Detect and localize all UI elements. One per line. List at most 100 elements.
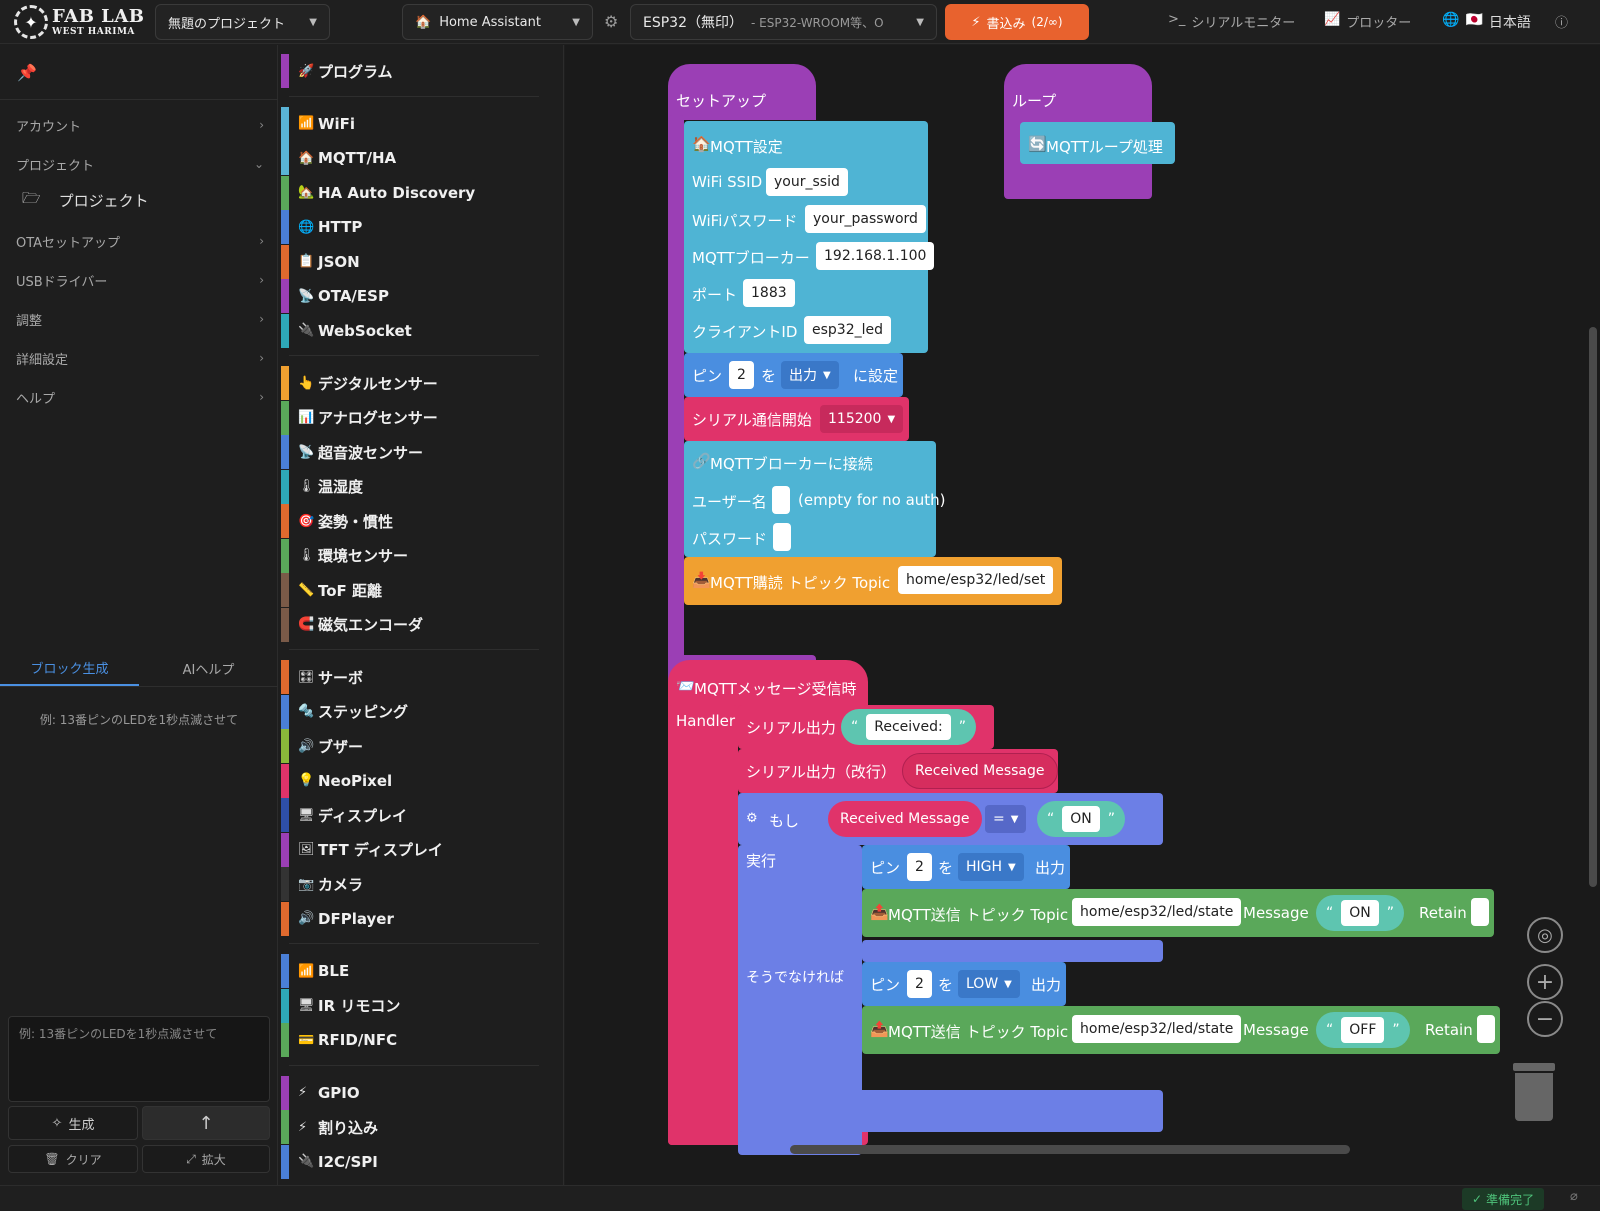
category-item[interactable]: 📏ToF 距離: [281, 573, 541, 607]
send-button[interactable]: ↑: [142, 1106, 270, 1140]
category-item[interactable]: 🖥ディスプレイ: [281, 798, 541, 832]
category-item[interactable]: 🔩ステッピング: [281, 694, 541, 729]
mqtt-connect-block[interactable]: [684, 441, 936, 557]
received-message-block[interactable]: Received Message: [902, 753, 1058, 789]
tab-block-generate[interactable]: ブロック生成: [0, 651, 139, 686]
clear-button[interactable]: 🗑 クリア: [8, 1145, 138, 1173]
ssid-field[interactable]: your_ssid: [766, 168, 848, 196]
plotter-button[interactable]: 📈 プロッター: [1324, 12, 1411, 31]
upload-button[interactable]: ⚡ 書込み (2/∞): [945, 4, 1089, 40]
help-button[interactable]: ⓘ: [1555, 12, 1568, 31]
port-field[interactable]: 1883: [743, 279, 795, 307]
category-item[interactable]: 🏡HA Auto Discovery: [281, 175, 541, 210]
publish-topic-field[interactable]: home/esp32/led/state: [1072, 898, 1242, 926]
generate-button[interactable]: ✧ 生成: [8, 1106, 138, 1140]
category-item[interactable]: 📋JSON: [281, 244, 541, 279]
menu-project[interactable]: プロジェクト ⌄: [16, 149, 264, 179]
category-item[interactable]: 🌐HTTP: [281, 210, 541, 244]
category-item[interactable]: 🌡環境センサー: [281, 538, 541, 573]
category-item[interactable]: 🚀プログラム: [281, 54, 541, 88]
horizontal-scrollbar[interactable]: [790, 1145, 1350, 1154]
category-item[interactable]: 🔌I2C/SPI: [281, 1144, 541, 1179]
category-item[interactable]: 🔊ブザー: [281, 729, 541, 763]
project-sub-item[interactable]: 🗁 プロジェクト: [22, 188, 149, 213]
broker-field[interactable]: 192.168.1.100: [816, 242, 935, 270]
mqtt-message-handler-block[interactable]: [668, 660, 868, 710]
platform-select[interactable]: 🏠 Home Assistant ▼: [402, 4, 593, 40]
retain-checkbox[interactable]: [1471, 898, 1489, 926]
menu-adjust[interactable]: 調整 ›: [16, 304, 264, 334]
pin-mode-dropdown[interactable]: 出力 ▼: [781, 361, 839, 389]
string-on-block[interactable]: “ ON ”: [1037, 801, 1126, 837]
language-select[interactable]: 🌐 🇯🇵 日本語: [1442, 12, 1531, 32]
category-item[interactable]: 🖼TFT ディスプレイ: [281, 832, 541, 867]
string-off-message[interactable]: “ OFF ”: [1316, 1012, 1410, 1048]
string-on-value[interactable]: ON: [1062, 806, 1100, 832]
prompt-input[interactable]: 例: 13番ピンのLEDを1秒点滅させて: [8, 1016, 270, 1102]
category-item[interactable]: 📊アナログセンサー: [281, 400, 541, 435]
category-item[interactable]: 🖥IR リモコン: [281, 988, 541, 1023]
username-field[interactable]: [772, 486, 790, 514]
category-item[interactable]: 📶WiFi: [281, 106, 541, 141]
category-item[interactable]: ⚡GPIO: [281, 1075, 541, 1110]
pin-number-field[interactable]: 2: [907, 853, 932, 881]
category-item[interactable]: 🏠MQTT/HA: [281, 141, 541, 175]
message-off-value[interactable]: OFF: [1341, 1017, 1385, 1043]
menu-usb-driver[interactable]: USBドライバー ›: [16, 265, 264, 295]
expand-button[interactable]: ⤢ 拡大: [142, 1145, 270, 1173]
mqtt-settings-block[interactable]: [684, 121, 928, 353]
category-item[interactable]: 🎯姿勢・慣性: [281, 504, 541, 538]
string-on-message[interactable]: “ ON ”: [1316, 895, 1405, 931]
pin-level-dropdown[interactable]: HIGH ▼: [958, 853, 1024, 881]
mqtt-loop-block[interactable]: [1020, 122, 1175, 164]
category-item[interactable]: 💳RFID/NFC: [281, 1023, 541, 1057]
pin-number-field[interactable]: 2: [729, 361, 754, 389]
category-item[interactable]: 📡OTA/ESP: [281, 279, 541, 313]
pin-icon[interactable]: 📌: [17, 63, 37, 82]
zoom-out-icon[interactable]: −: [1527, 1001, 1563, 1037]
trash-can-icon[interactable]: [1513, 1063, 1555, 1121]
publish-topic-field[interactable]: home/esp32/led/state: [1072, 1015, 1242, 1043]
zoom-in-icon[interactable]: +: [1527, 964, 1563, 1000]
fablab-logo[interactable]: ✦ FAB LAB WEST HARIMA: [14, 4, 145, 40]
board-select[interactable]: ESP32（無印） - ESP32-WROOM等、O ▼: [630, 4, 937, 40]
loop-block[interactable]: [1004, 64, 1152, 120]
condition-received-message[interactable]: Received Message: [828, 801, 982, 837]
baud-rate-dropdown[interactable]: 115200 ▼: [820, 405, 904, 433]
recenter-icon[interactable]: ◎: [1527, 917, 1563, 953]
category-item[interactable]: 🔊DFPlayer: [281, 901, 541, 936]
category-item[interactable]: 🎛サーボ: [281, 660, 541, 694]
string-received-value[interactable]: Received:: [866, 714, 951, 740]
serial-monitor-button[interactable]: >_ シリアルモニター: [1168, 12, 1295, 31]
category-item[interactable]: 🌡温湿度: [281, 469, 541, 504]
category-item[interactable]: 📷カメラ: [281, 867, 541, 901]
category-item[interactable]: ⚡割り込み: [281, 1110, 541, 1144]
subscribe-topic-field[interactable]: home/esp32/led/set: [898, 566, 1054, 594]
category-item[interactable]: 📶BLE: [281, 954, 541, 988]
category-item[interactable]: 🔌WebSocket: [281, 313, 541, 348]
menu-account[interactable]: アカウント ›: [16, 110, 264, 140]
client-id-field[interactable]: esp32_led: [804, 316, 891, 344]
pin-number-field[interactable]: 2: [907, 970, 932, 998]
tab-ai-help[interactable]: AIヘルプ: [182, 663, 235, 678]
wifi-password-field[interactable]: your_password: [805, 205, 926, 233]
message-on-value[interactable]: ON: [1341, 900, 1379, 926]
menu-help[interactable]: ヘルプ ›: [16, 382, 264, 412]
category-item[interactable]: 💡NeoPixel: [281, 763, 541, 798]
category-item[interactable]: 📡超音波センサー: [281, 435, 541, 469]
category-item[interactable]: 👆デジタルセンサー: [281, 366, 541, 400]
string-received-block[interactable]: “ Received: ”: [841, 709, 976, 745]
comparison-operator-dropdown[interactable]: = ▼: [985, 805, 1027, 833]
setup-block[interactable]: [668, 64, 816, 120]
blockly-workspace[interactable]: セットアップ 🏠 MQTT設定 WiFi SSID your_ssid WiFi…: [565, 45, 1600, 1185]
retain-checkbox[interactable]: [1477, 1015, 1495, 1043]
category-item[interactable]: 🧲磁気エンコーダ: [281, 607, 541, 642]
menu-advanced[interactable]: 詳細設定 ›: [16, 343, 264, 373]
pin-level-dropdown[interactable]: LOW ▼: [958, 970, 1020, 998]
password-field[interactable]: [773, 523, 791, 551]
gear-icon[interactable]: ⚙: [746, 811, 758, 826]
vertical-scrollbar[interactable]: [1589, 327, 1597, 887]
chip-icon[interactable]: ⚙: [604, 12, 619, 31]
menu-ota-setup[interactable]: OTAセットアップ ›: [16, 226, 264, 256]
project-select[interactable]: 無題のプロジェクト ▼: [155, 4, 330, 40]
